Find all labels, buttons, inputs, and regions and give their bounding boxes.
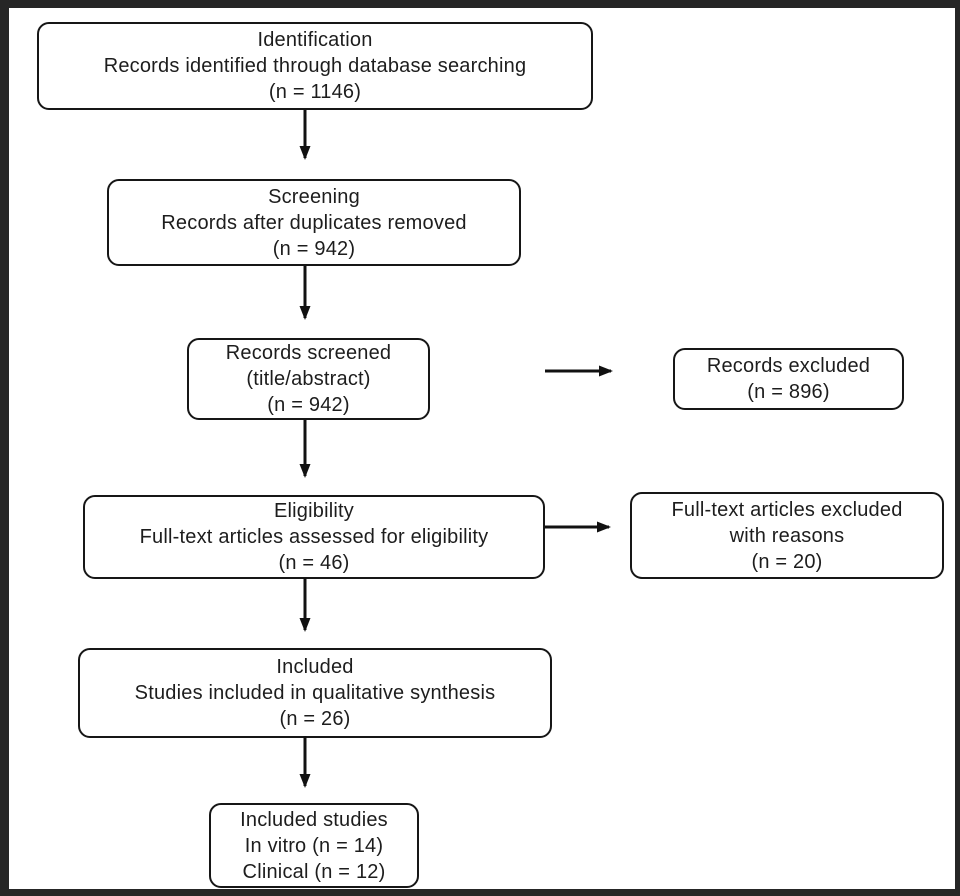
box-description: Included studies bbox=[240, 808, 388, 831]
box-description: Records identified through database sear… bbox=[103, 55, 527, 77]
box-description: Records screened bbox=[225, 342, 392, 364]
box-count: In vitro (n = 14) bbox=[244, 834, 384, 857]
flow-box-records-excluded: Records excluded (n = 896) bbox=[673, 348, 904, 410]
flow-box-records-screened: Records screened (title/abstract) (n = 9… bbox=[187, 338, 430, 420]
stage-label: Identification bbox=[257, 29, 373, 51]
stage-label: Included bbox=[276, 656, 354, 678]
box-count: (n = 896) bbox=[747, 381, 830, 403]
box-count: (n = 942) bbox=[267, 394, 350, 416]
flow-box-identification: Identification Records identified throug… bbox=[37, 22, 593, 110]
box-count: Clinical (n = 12) bbox=[242, 860, 386, 883]
box-count: (n = 20) bbox=[751, 550, 823, 573]
box-description: Studies included in qualitative synthesi… bbox=[134, 682, 496, 704]
box-description: Full-text articles excluded bbox=[671, 498, 903, 521]
box-count: (n = 942) bbox=[272, 237, 356, 260]
flow-box-included: Included Studies included in qualitative… bbox=[78, 648, 552, 738]
box-count: (n = 46) bbox=[278, 552, 350, 574]
stage-label: Eligibility bbox=[273, 500, 354, 522]
flow-arrows bbox=[299, 110, 613, 788]
box-description: Full-text articles assessed for eligibil… bbox=[139, 526, 489, 548]
box-description: Records after duplicates removed bbox=[161, 211, 467, 234]
box-description: with reasons bbox=[729, 524, 845, 547]
stage-label: Screening bbox=[268, 185, 360, 208]
box-description: Records excluded bbox=[706, 355, 871, 377]
flow-box-eligibility: Eligibility Full-text articles assessed … bbox=[83, 495, 545, 579]
flow-box-included-studies: Included studies In vitro (n = 14) Clini… bbox=[209, 803, 419, 888]
box-count: (n = 26) bbox=[279, 708, 351, 730]
flow-box-fulltext-excluded: Full-text articles excluded with reasons… bbox=[630, 492, 944, 579]
box-count: (n = 1146) bbox=[268, 81, 362, 103]
flow-box-screening: Screening Records after duplicates remov… bbox=[107, 179, 521, 266]
box-description: (title/abstract) bbox=[246, 368, 371, 390]
